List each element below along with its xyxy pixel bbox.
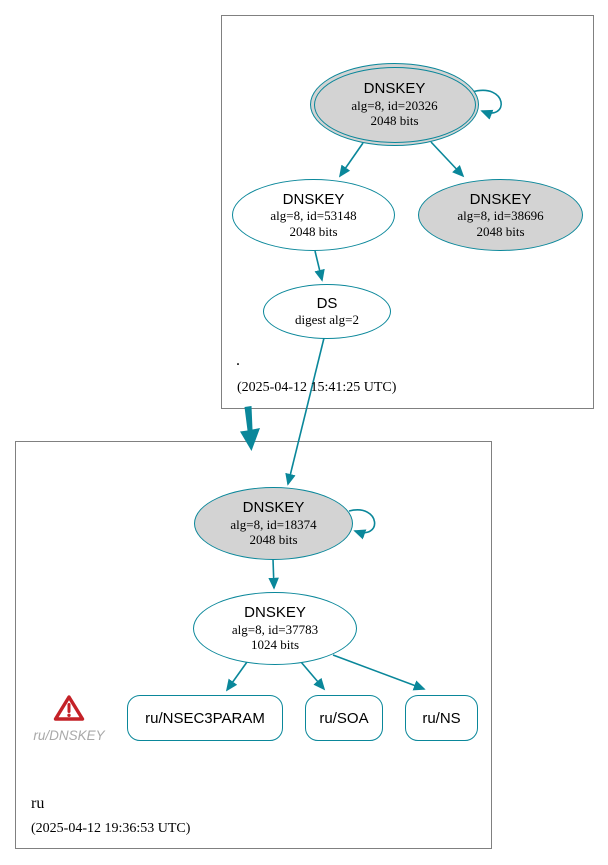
leaf-label: ru/NSEC3PARAM [145,709,265,727]
node-dnskey-38696[interactable]: DNSKEY alg=8, id=38696 2048 bits [418,179,583,251]
node-detail-bits: 2048 bits [370,113,419,129]
node-type-label: DNSKEY [363,80,426,98]
node-detail-alg: alg=8, id=53148 [270,208,357,224]
warning-label: ru/DNSKEY [33,728,105,743]
node-type-label: DNSKEY [244,604,306,622]
node-dnskey-37783[interactable]: DNSKEY alg=8, id=37783 1024 bits [193,592,357,665]
node-dnskey-18374[interactable]: DNSKEY alg=8, id=18374 2048 bits [194,487,353,560]
node-dnskey-20326[interactable]: DNSKEY alg=8, id=20326 2048 bits [310,63,479,146]
warning-triangle-icon[interactable] [53,694,85,722]
zone-timestamp-root: (2025-04-12 15:41:25 UTC) [237,380,397,395]
ru-dnskey-warning[interactable]: ru/DNSKEY [26,694,112,743]
node-type-label: DNSKEY [242,499,305,517]
leaf-label: ru/SOA [319,709,369,727]
leaf-label: ru/NS [422,709,461,727]
node-type-label: DNSKEY [282,190,345,208]
node-detail-bits: 2048 bits [289,223,338,239]
zone-timestamp-ru: (2025-04-12 19:36:53 UTC) [31,821,191,836]
node-detail-alg: alg=8, id=20326 [351,97,438,113]
node-detail-alg: alg=8, id=38696 [457,208,544,224]
node-dnskey-53148[interactable]: DNSKEY alg=8, id=53148 2048 bits [232,179,395,251]
node-type-label: DNSKEY [469,190,532,208]
zone-label-root: . [236,352,240,369]
node-detail-alg: alg=8, id=37783 [231,621,319,637]
node-ru-ns[interactable]: ru/NS [405,695,478,741]
node-detail-bits: 2048 bits [249,532,298,548]
node-ru-soa[interactable]: ru/SOA [305,695,383,741]
node-detail-bits: 1024 bits [250,637,300,653]
node-ru-nsec3param[interactable]: ru/NSEC3PARAM [127,695,283,741]
node-detail-digest: digest alg=2 [294,312,360,328]
zone-label-ru: ru [31,795,45,812]
node-detail-bits: 2048 bits [476,223,525,239]
node-type-label: DS [316,295,338,313]
node-detail-alg: alg=8, id=18374 [230,516,317,532]
node-ds[interactable]: DS digest alg=2 [263,284,391,339]
